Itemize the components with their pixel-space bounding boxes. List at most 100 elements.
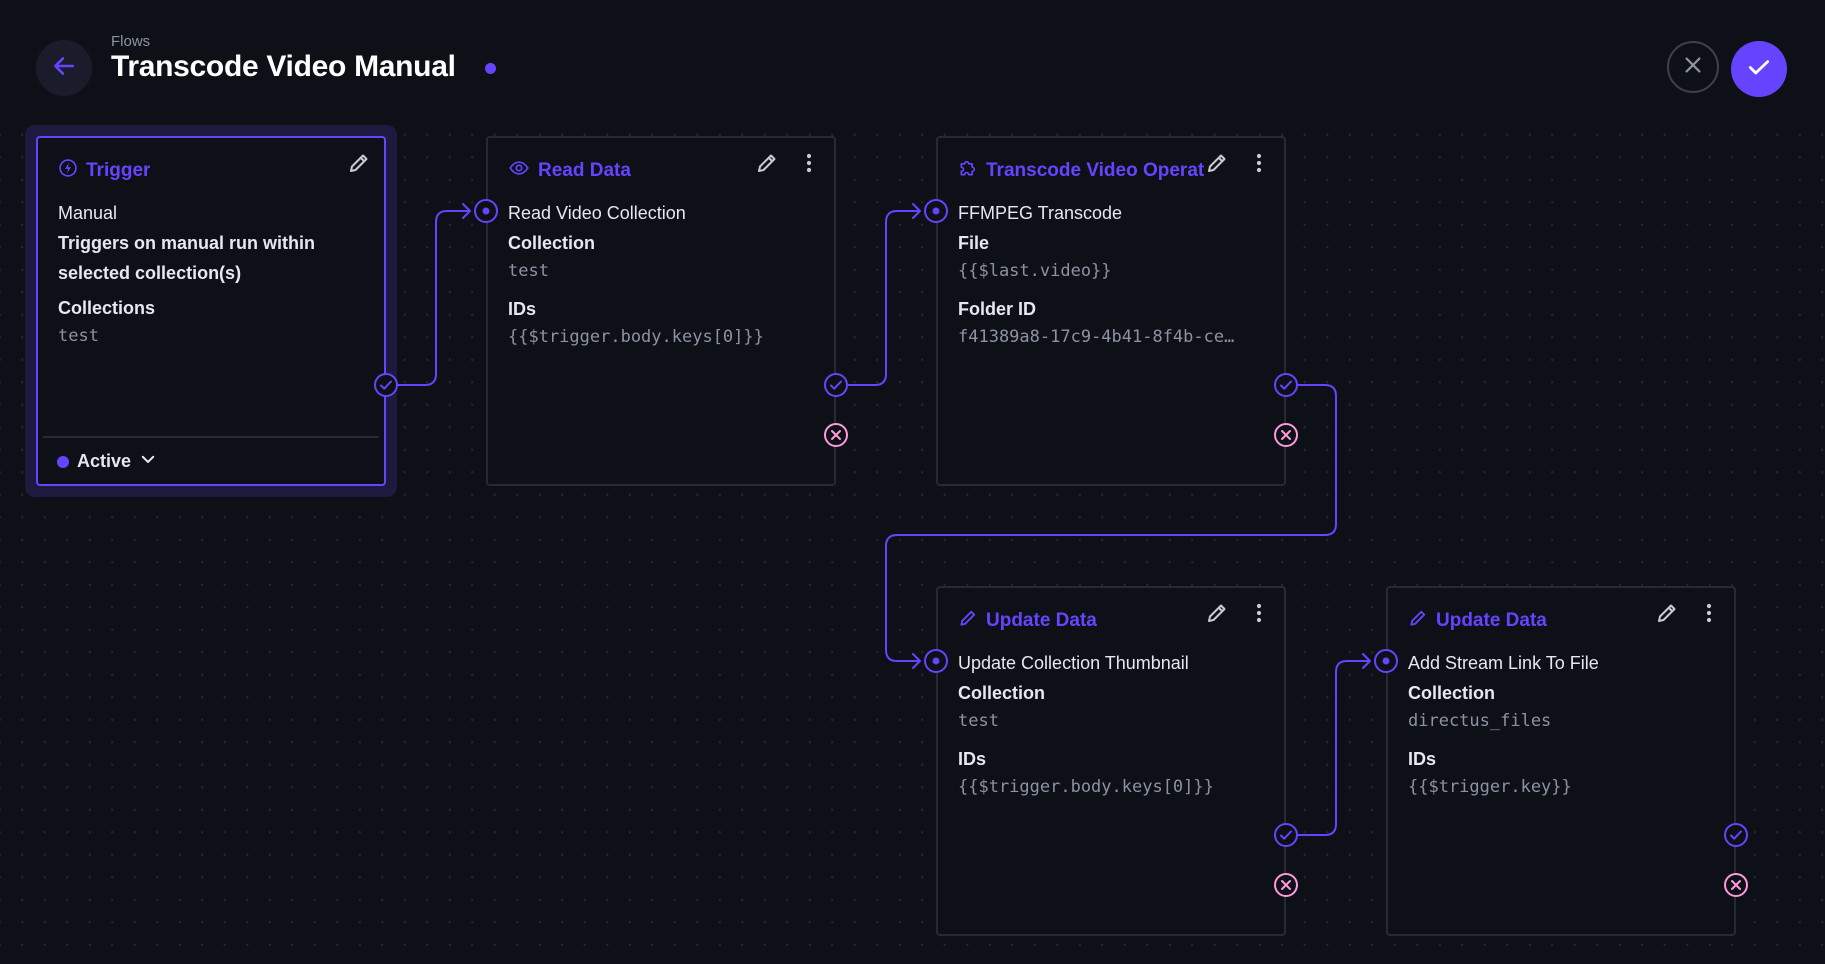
close-icon: [1682, 54, 1704, 81]
panel-title: Transcode Video Operation: [986, 159, 1204, 181]
input-handle[interactable]: [922, 647, 950, 675]
status-toggle[interactable]: Active: [57, 450, 157, 473]
field-value: {{$trigger.body.keys[0]}}: [508, 327, 764, 347]
trigger-type: Manual: [58, 203, 118, 223]
field-value: directus_files: [1408, 711, 1552, 731]
edit-button[interactable]: [754, 152, 780, 178]
field-value: {{$trigger.key}}: [1408, 777, 1572, 797]
more-vertical-icon: [1247, 601, 1271, 630]
field-label: Collection: [958, 683, 1046, 703]
connection-update1-update2: [1286, 660, 1370, 836]
reject-handle[interactable]: [1722, 871, 1750, 899]
reject-handle[interactable]: [822, 421, 850, 449]
more-options-button[interactable]: [1246, 152, 1272, 178]
field-label: File: [958, 233, 990, 253]
eye-icon: [508, 158, 530, 183]
resolve-handle[interactable]: [822, 371, 850, 399]
operation-name: Read Video Collection: [508, 203, 686, 223]
panel-title: Trigger: [86, 159, 151, 181]
pencil-icon: [1205, 151, 1229, 180]
panel-title: Update Data: [986, 609, 1097, 631]
input-handle[interactable]: [1372, 647, 1400, 675]
connection-trigger-read: [386, 210, 470, 386]
field-label: Collection: [508, 233, 596, 253]
edit-button[interactable]: [1204, 152, 1230, 178]
field-label: Folder ID: [958, 299, 1037, 319]
field-value: test: [508, 261, 549, 281]
operation-name: Update Collection Thumbnail: [958, 653, 1189, 673]
input-handle[interactable]: [472, 197, 500, 225]
check-icon: [1746, 54, 1772, 85]
field-value: test: [58, 326, 99, 346]
more-vertical-icon: [797, 151, 821, 180]
edit-button[interactable]: [1204, 602, 1230, 628]
chevron-down-icon: [139, 450, 157, 473]
pencil-icon: [1205, 601, 1229, 630]
page-title: Transcode Video Manual: [111, 50, 456, 83]
pencil-icon: [347, 151, 371, 180]
panel-body: Add Stream Link To File Collection direc…: [1408, 648, 1714, 810]
bolt-icon: [58, 158, 78, 183]
reject-handle[interactable]: [1272, 871, 1300, 899]
panel-header: Update Data: [958, 608, 1097, 633]
cancel-button[interactable]: [1667, 41, 1719, 93]
arrow-left-icon: [51, 53, 77, 84]
edit-button[interactable]: [346, 152, 372, 178]
panel-body: Read Video Collection Collection test ID…: [508, 198, 814, 360]
read-data-panel[interactable]: Read Data Read Video Collection Collecti…: [486, 136, 836, 486]
trigger-footer: Active: [43, 436, 379, 484]
more-options-button[interactable]: [796, 152, 822, 178]
panel-header: Read Data: [508, 158, 631, 183]
pencil-icon: [755, 151, 779, 180]
more-vertical-icon: [1247, 151, 1271, 180]
trigger-description: Triggers on manual run within selected c…: [58, 233, 316, 283]
panel-header: Transcode Video Operation: [958, 158, 1204, 183]
more-vertical-icon: [1697, 601, 1721, 630]
pencil-icon: [1408, 608, 1428, 633]
panel-title: Update Data: [1436, 609, 1547, 631]
panel-header: Trigger: [58, 158, 150, 183]
connection-read-transcode: [836, 210, 920, 386]
field-value: {{$last.video}}: [958, 261, 1112, 281]
panel-header: Update Data: [1408, 608, 1547, 633]
panel-title: Read Data: [538, 159, 631, 181]
field-value: {{$trigger.body.keys[0]}}: [958, 777, 1214, 797]
status-dot: [57, 455, 69, 468]
input-handle[interactable]: [922, 197, 950, 225]
header: Flows Transcode Video Manual: [0, 0, 1825, 120]
back-button[interactable]: [36, 40, 92, 96]
unsaved-changes-dot: [485, 63, 496, 74]
save-button[interactable]: [1731, 41, 1787, 97]
extension-icon: [958, 158, 978, 183]
field-label: IDs: [1408, 749, 1437, 769]
resolve-handle[interactable]: [372, 371, 400, 399]
field-label: Collections: [58, 298, 156, 318]
edit-button[interactable]: [1654, 602, 1680, 628]
pencil-icon: [1655, 601, 1679, 630]
add-stream-link-panel[interactable]: Update Data Add Stream Link To File Coll…: [1386, 586, 1736, 936]
transcode-video-panel[interactable]: Transcode Video Operation FFMPEG Transco…: [936, 136, 1286, 486]
field-value: test: [958, 711, 999, 731]
resolve-handle[interactable]: [1272, 371, 1300, 399]
field-label: IDs: [958, 749, 987, 769]
panel-body: FFMPEG Transcode File {{$last.video}} Fo…: [958, 198, 1264, 360]
resolve-handle[interactable]: [1722, 821, 1750, 849]
status-label: Active: [77, 451, 132, 471]
field-label: Collection: [1408, 683, 1496, 703]
panel-body: Update Collection Thumbnail Collection t…: [958, 648, 1264, 810]
resolve-handle[interactable]: [1272, 821, 1300, 849]
more-options-button[interactable]: [1246, 602, 1272, 628]
update-thumbnail-panel[interactable]: Update Data Update Collection Thumbnail …: [936, 586, 1286, 936]
trigger-panel[interactable]: Trigger Manual Triggers on manual run wi…: [36, 136, 386, 486]
pencil-icon: [958, 608, 978, 633]
field-label: IDs: [508, 299, 537, 319]
operation-name: Add Stream Link To File: [1408, 653, 1599, 673]
more-options-button[interactable]: [1696, 602, 1722, 628]
connection-transcode-update1: [885, 384, 1337, 662]
breadcrumb[interactable]: Flows: [111, 33, 151, 50]
field-value: f41389a8-17c9-4b41-8f4b-ce…: [958, 327, 1235, 347]
operation-name: FFMPEG Transcode: [958, 203, 1123, 223]
panel-body: Manual Triggers on manual run within sel…: [58, 198, 364, 359]
reject-handle[interactable]: [1272, 421, 1300, 449]
